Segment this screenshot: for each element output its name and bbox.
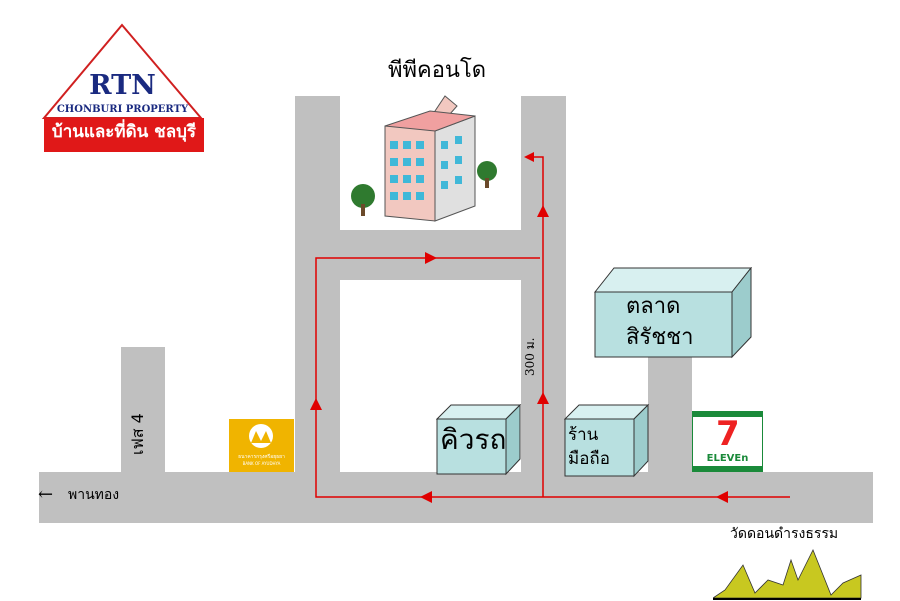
logo-thai: บ้านและที่ดิน ชลบุรี <box>51 122 197 142</box>
temple-silhouette-icon <box>713 549 862 600</box>
phone-shop-label-2: มือถือ <box>568 449 610 469</box>
phone-shop-box <box>564 404 650 478</box>
logo-triangle <box>41 23 204 152</box>
route-arrow <box>310 398 322 410</box>
route-arrow <box>537 205 549 217</box>
phase4-label: เฟส 4 <box>128 413 147 455</box>
route-arrow <box>716 491 728 503</box>
condo-label: พีพีคอนโด <box>388 58 487 83</box>
seven-icon: 7 <box>716 414 740 454</box>
distance-label: 300 ม. <box>523 337 537 376</box>
left-vertical-road <box>295 96 340 473</box>
bus-queue-box <box>436 404 522 476</box>
bank-thai-name: ธนาคารกรุงศรีอยุธยา <box>238 454 285 460</box>
phase4-road <box>121 347 165 473</box>
bus-queue-label: คิวรถ <box>440 423 507 456</box>
bank-emblem-icon <box>249 424 273 448</box>
route-arrow <box>524 152 534 162</box>
logo-brand: RTN <box>89 70 156 101</box>
phone-shop-label-1: ร้าน <box>568 425 599 445</box>
market-label-1: ตลาด <box>626 294 681 319</box>
seven-eleven-text: ELEVEn <box>706 453 749 464</box>
market-label-2: สิรัชชา <box>626 325 694 350</box>
temple-label: วัดดอนดำรงธรรม <box>730 526 839 542</box>
left-arrow-icon: ← <box>38 484 54 505</box>
market-box <box>594 267 753 359</box>
logo-subtitle: CHONBURI PROPERTY <box>56 104 189 115</box>
seven-eleven-logo: 7 ELEVEn <box>692 411 763 472</box>
route-arrow <box>420 491 432 503</box>
pan-thong-label: พานทอง <box>68 487 120 503</box>
route-arrow <box>425 252 437 264</box>
condo-building-icon <box>351 95 497 222</box>
market-road <box>648 340 692 473</box>
bank-of-ayudhya-logo: ธนาคารกรุงศรีอยุธยา BANK OF AYUDHYA <box>229 419 294 472</box>
route-arrow <box>537 392 549 404</box>
logo: RTN CHONBURI PROPERTY บ้านและที่ดิน ชลบุ… <box>40 22 205 154</box>
bank-en-name: BANK OF AYUDHYA <box>242 461 281 466</box>
